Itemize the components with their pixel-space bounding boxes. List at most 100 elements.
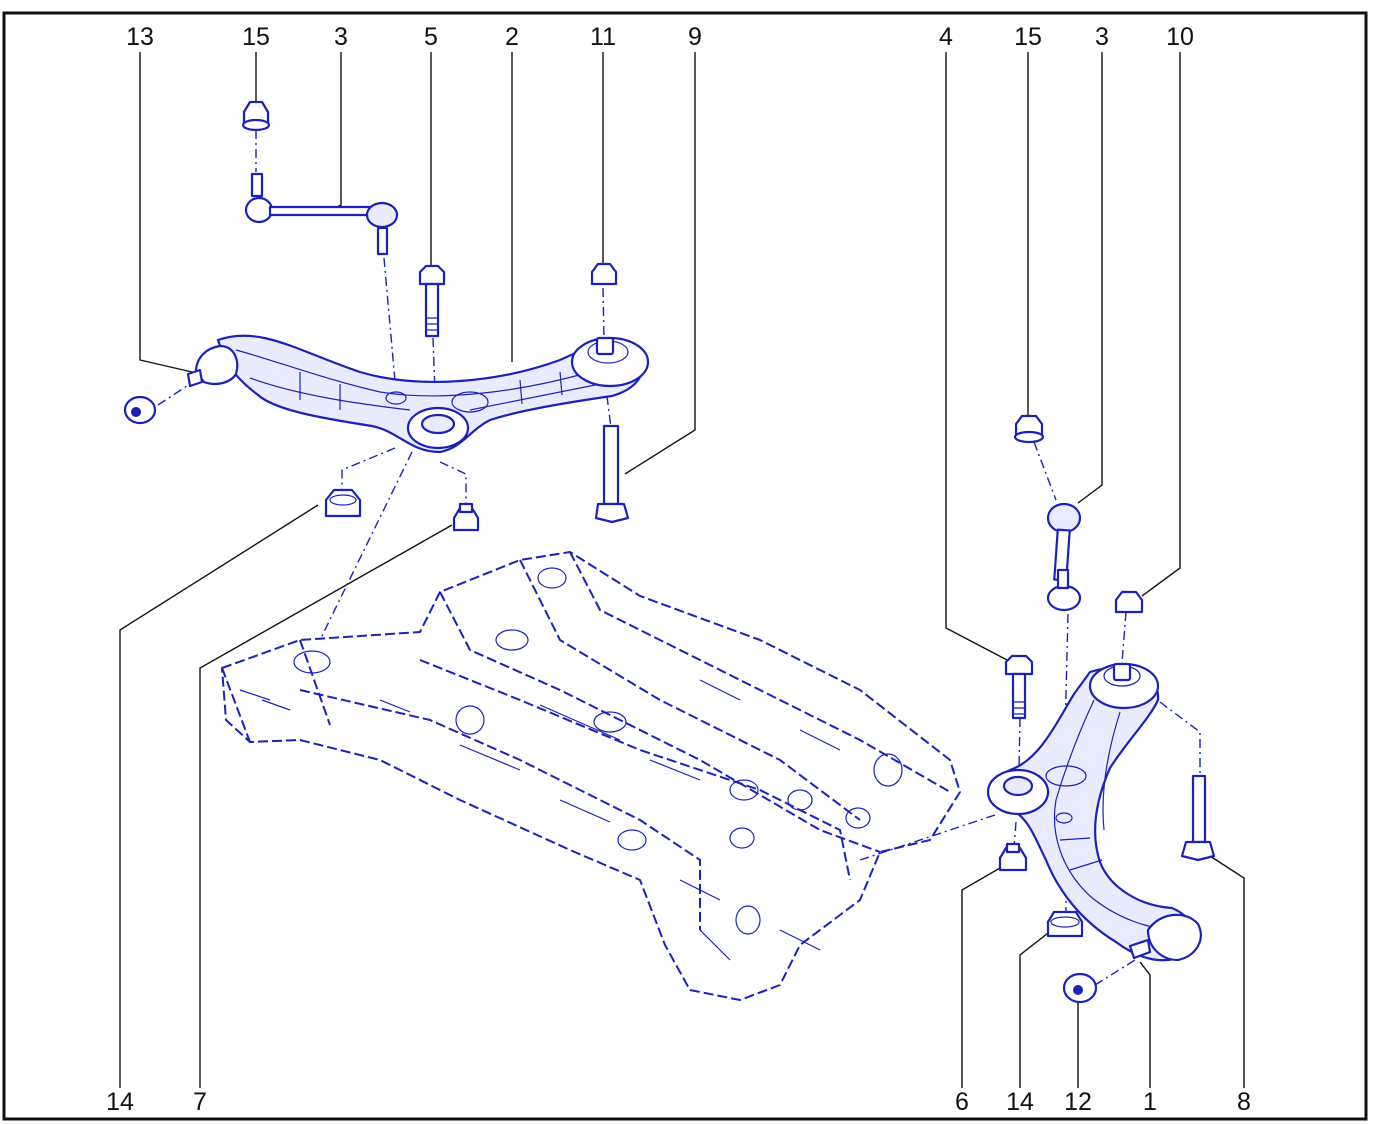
centerline-bolt-4 (1018, 717, 1021, 771)
callout-2: 2 (505, 23, 519, 51)
callout-3-left: 3 (334, 23, 348, 51)
callout-15-left: 15 (242, 23, 270, 51)
mount-hole (873, 753, 903, 787)
link-left-rod (268, 205, 374, 217)
nut-12-bore (1073, 985, 1083, 995)
centerline-nut-12 (1094, 959, 1136, 986)
assembly-centerlines (157, 130, 1201, 986)
leader-1 (1139, 961, 1151, 1088)
leader-lines (119, 52, 1245, 1088)
mount-hole (729, 779, 759, 801)
nut-14-right-flange (1050, 916, 1080, 928)
bolt-9-head (594, 502, 630, 524)
subframe-outline (221, 551, 961, 1001)
mount-hole (845, 807, 871, 829)
bolt-4-shank (1011, 672, 1027, 720)
mount-hole (537, 567, 567, 589)
bolt-8 (1180, 774, 1216, 862)
nut-13 (123, 395, 157, 425)
link-left-lower-stud (376, 226, 389, 256)
right-control-arm-assembly (986, 662, 1202, 962)
bolt-8-shank (1191, 774, 1207, 844)
bolt-4 (1004, 654, 1034, 720)
mount-hole (787, 789, 813, 811)
right-arm-bushing-stud (1112, 662, 1132, 682)
subframe-crossmember (221, 551, 961, 1001)
leader-14-right (1019, 929, 1053, 1088)
subframe-right-rail (419, 659, 851, 881)
mount-hole (735, 905, 761, 935)
callout-15-right: 15 (1014, 23, 1042, 51)
bolt-5-thread (426, 317, 438, 331)
callout-labels: 13 15 3 5 2 11 9 4 15 3 10 14 7 6 14 12 … (106, 23, 1251, 1116)
callout-4: 4 (939, 23, 953, 51)
leader-7 (199, 524, 453, 1088)
subframe-ribs (239, 679, 841, 961)
centerline-nut-14-left (341, 447, 396, 490)
nut-11 (590, 262, 618, 286)
leader-4 (945, 52, 1008, 661)
mount-hole (455, 705, 485, 735)
left-arm-small-hole (385, 391, 407, 405)
centerline-bolt-9 (606, 395, 612, 429)
left-arm-front-bushing-core (420, 413, 456, 435)
centerline-nut-11 (602, 287, 605, 341)
centerline-to-subframe (319, 451, 413, 641)
left-control-arm-assembly (186, 334, 650, 454)
stabilizer-link-right (1046, 502, 1082, 612)
nut-7 (452, 502, 480, 532)
callout-14-left: 14 (106, 1088, 134, 1116)
bolt-5 (418, 264, 446, 338)
leader-9 (624, 52, 696, 475)
bolt-9 (594, 424, 630, 524)
link-left-upper-stud (250, 172, 264, 198)
mount-hole (617, 829, 647, 851)
diagram-frame (2, 11, 1368, 1121)
link-right-joint-b (1046, 584, 1082, 612)
callout-9: 9 (688, 23, 702, 51)
right-arm-hole (1045, 765, 1087, 787)
mount-hole (293, 650, 331, 674)
right-arm-small-hole (1055, 812, 1073, 824)
callout-5: 5 (424, 23, 438, 51)
bolt-4-head (1004, 654, 1034, 676)
nut-10-hex (1114, 590, 1144, 614)
leader-8 (1209, 855, 1245, 1088)
left-hardware (123, 100, 630, 532)
bolt-5-head (418, 264, 446, 286)
callout-1: 1 (1143, 1088, 1157, 1116)
link-right-stud (1056, 568, 1070, 590)
right-arm-ball-joint (1146, 913, 1202, 962)
mount-hole (495, 629, 529, 651)
centerline-bolt-5 (432, 337, 437, 419)
centerline-bolt-8 (1159, 701, 1201, 774)
subframe-left-rail (299, 689, 701, 930)
right-arm-flange-line (1053, 699, 1179, 931)
callout-10: 10 (1166, 23, 1194, 51)
subframe-front-beam (221, 591, 881, 853)
left-control-arm-body (216, 334, 645, 454)
nut-7-stud (458, 502, 474, 514)
nut-15-right-flange (1013, 430, 1045, 444)
callout-7: 7 (193, 1088, 207, 1116)
nut-11-hex (590, 262, 618, 286)
nut-15-left (241, 100, 271, 132)
left-arm-ball-joint (194, 344, 239, 385)
nut-14-left-flange (329, 494, 357, 506)
mount-hole (729, 827, 755, 849)
centerline-nut-15-right (1033, 441, 1057, 501)
bolt-5-shank (424, 282, 440, 338)
nut-6-stud (1005, 842, 1021, 854)
subframe-rear-beam (519, 551, 951, 821)
nut-13-bore (131, 407, 141, 417)
bolt-4-thread (1013, 701, 1025, 715)
centerline-right-arm-to-subframe (859, 814, 996, 861)
leader-14-left (119, 504, 319, 1088)
nut-12 (1062, 972, 1098, 1004)
leader-6 (961, 867, 1001, 1088)
subframe-mount-holes (293, 567, 903, 935)
callout-11: 11 (590, 23, 616, 51)
nut-14-right (1046, 910, 1084, 938)
left-arm-flange-line (235, 349, 601, 411)
